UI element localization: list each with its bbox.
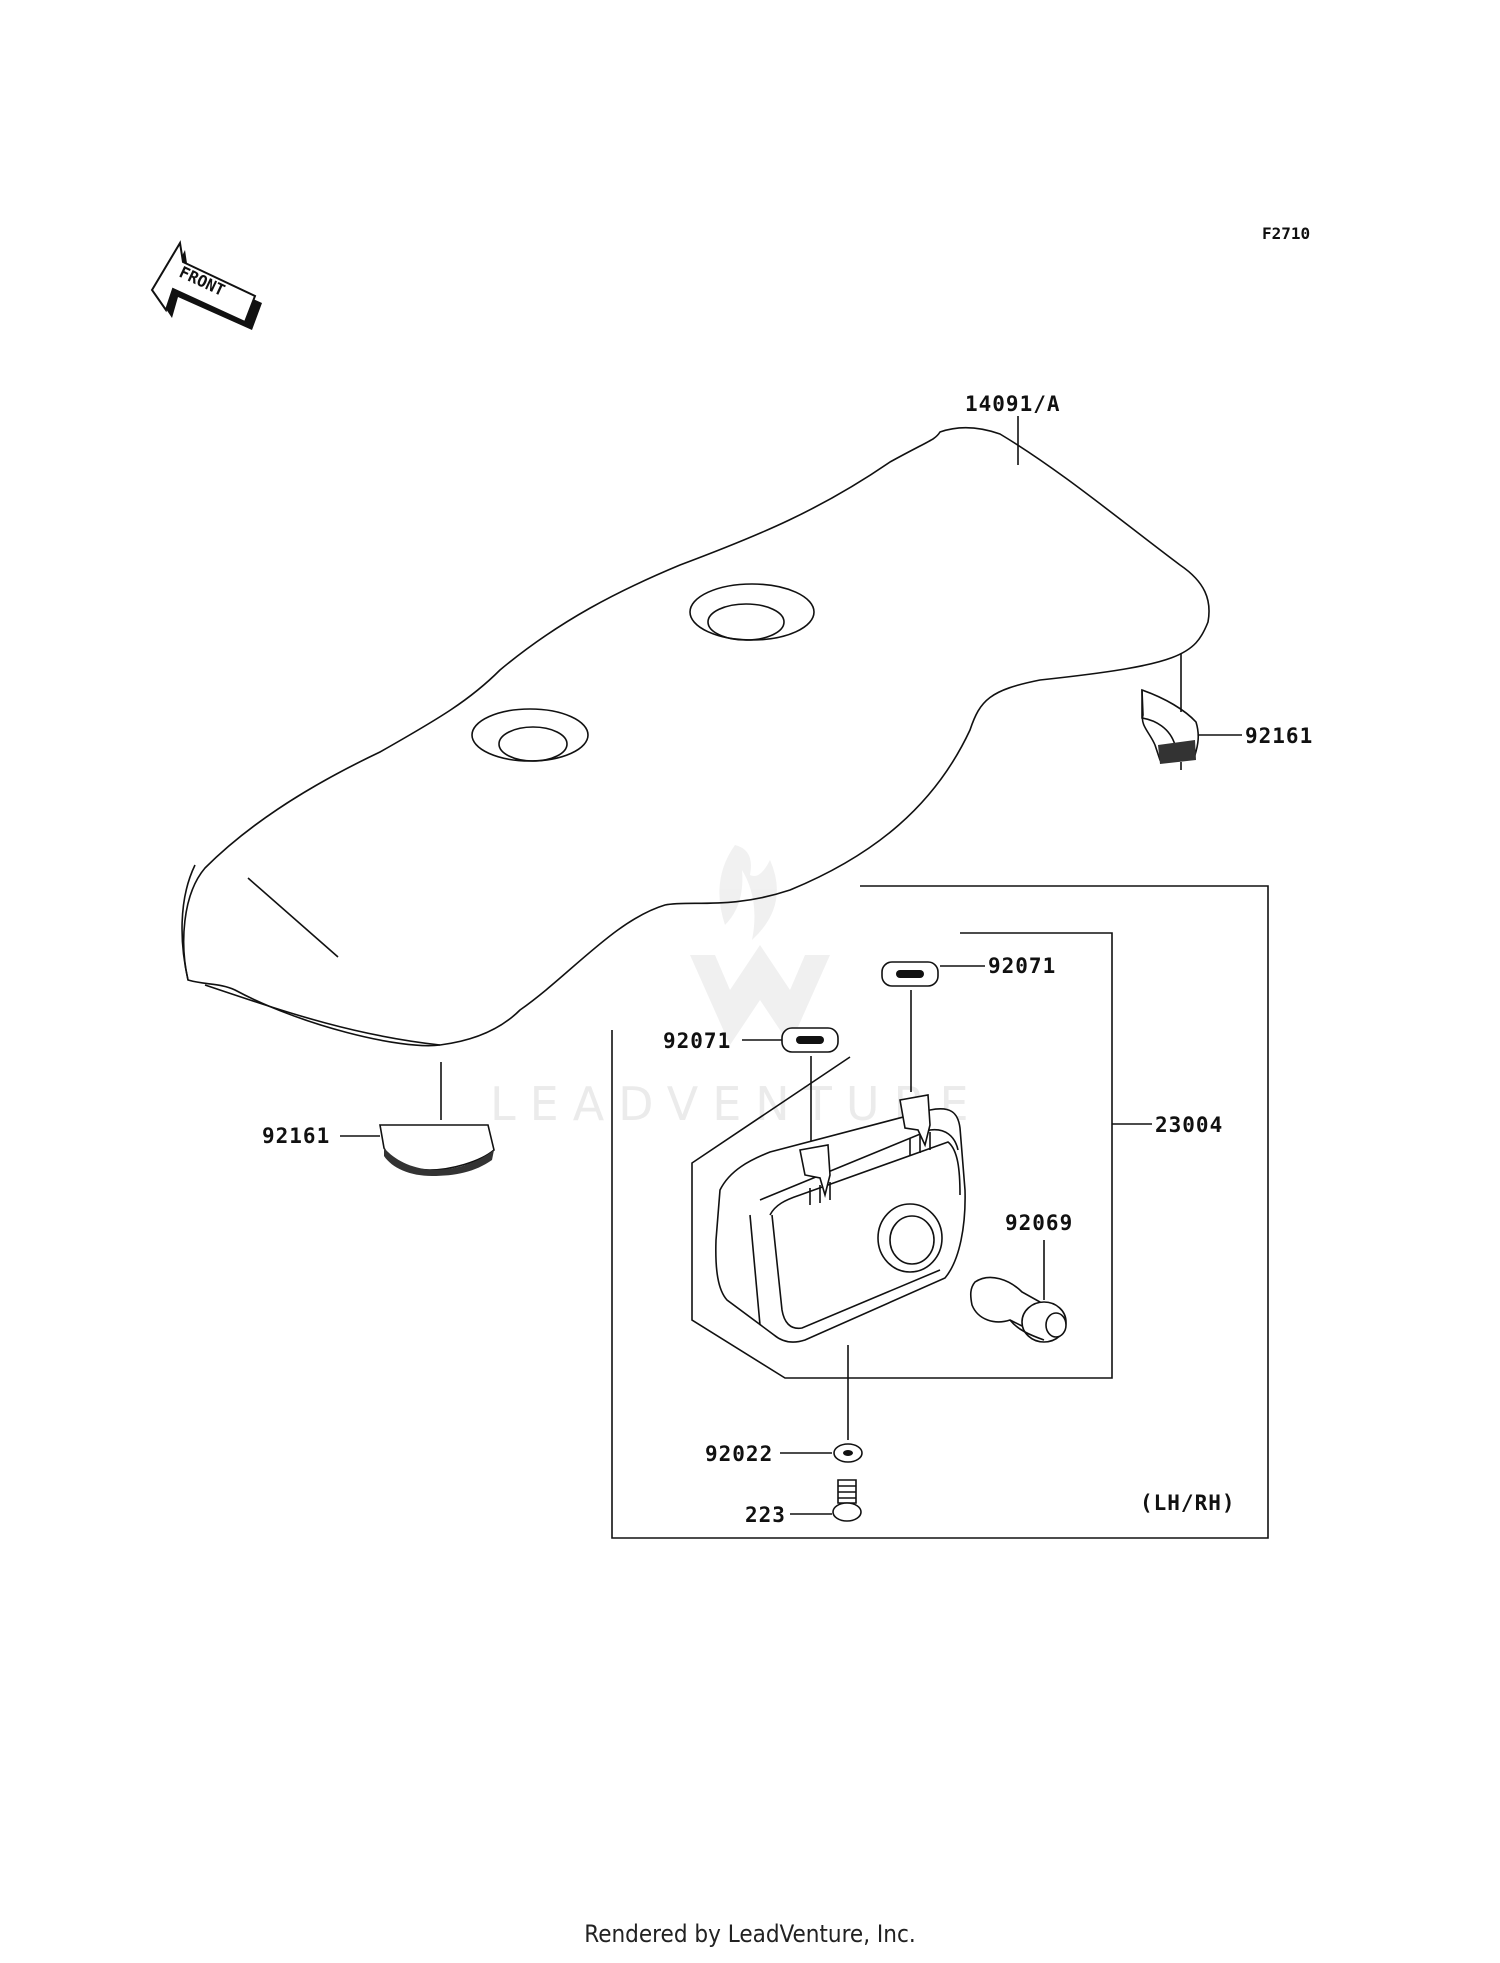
lamp-housing — [715, 1094, 966, 1343]
part-label-screw: 223 — [745, 1503, 786, 1527]
part-label-washer: 92022 — [705, 1442, 773, 1466]
screw — [832, 1479, 862, 1522]
diagram-code: F2710 — [1262, 224, 1310, 243]
front-arrow-icon: FRONT — [150, 240, 262, 330]
bulb — [969, 1276, 1067, 1343]
grommet-left — [781, 1027, 839, 1053]
damper-left — [379, 1124, 495, 1176]
grommet-top — [881, 961, 939, 987]
damper-right — [1141, 688, 1200, 764]
part-label-bulb: 92069 — [1005, 1211, 1073, 1235]
lamp-subassembly-frame — [611, 885, 1269, 1539]
part-label-damper-right: 92161 — [1245, 724, 1313, 748]
watermark: LEADVENTURE — [490, 845, 969, 1131]
part-label-seat: 14091/A — [965, 392, 1061, 416]
part-label-lamp-assembly: 23004 — [1155, 1113, 1223, 1137]
side-note: (LH/RH) — [1140, 1491, 1236, 1515]
footer-credit: Rendered by LeadVenture, Inc. — [584, 1920, 916, 1948]
washer — [833, 1443, 863, 1463]
part-label-damper-left: 92161 — [262, 1124, 330, 1148]
part-label-grommet-top: 92071 — [988, 954, 1056, 978]
part-label-grommet-left: 92071 — [663, 1029, 731, 1053]
seat — [181, 426, 1210, 1047]
